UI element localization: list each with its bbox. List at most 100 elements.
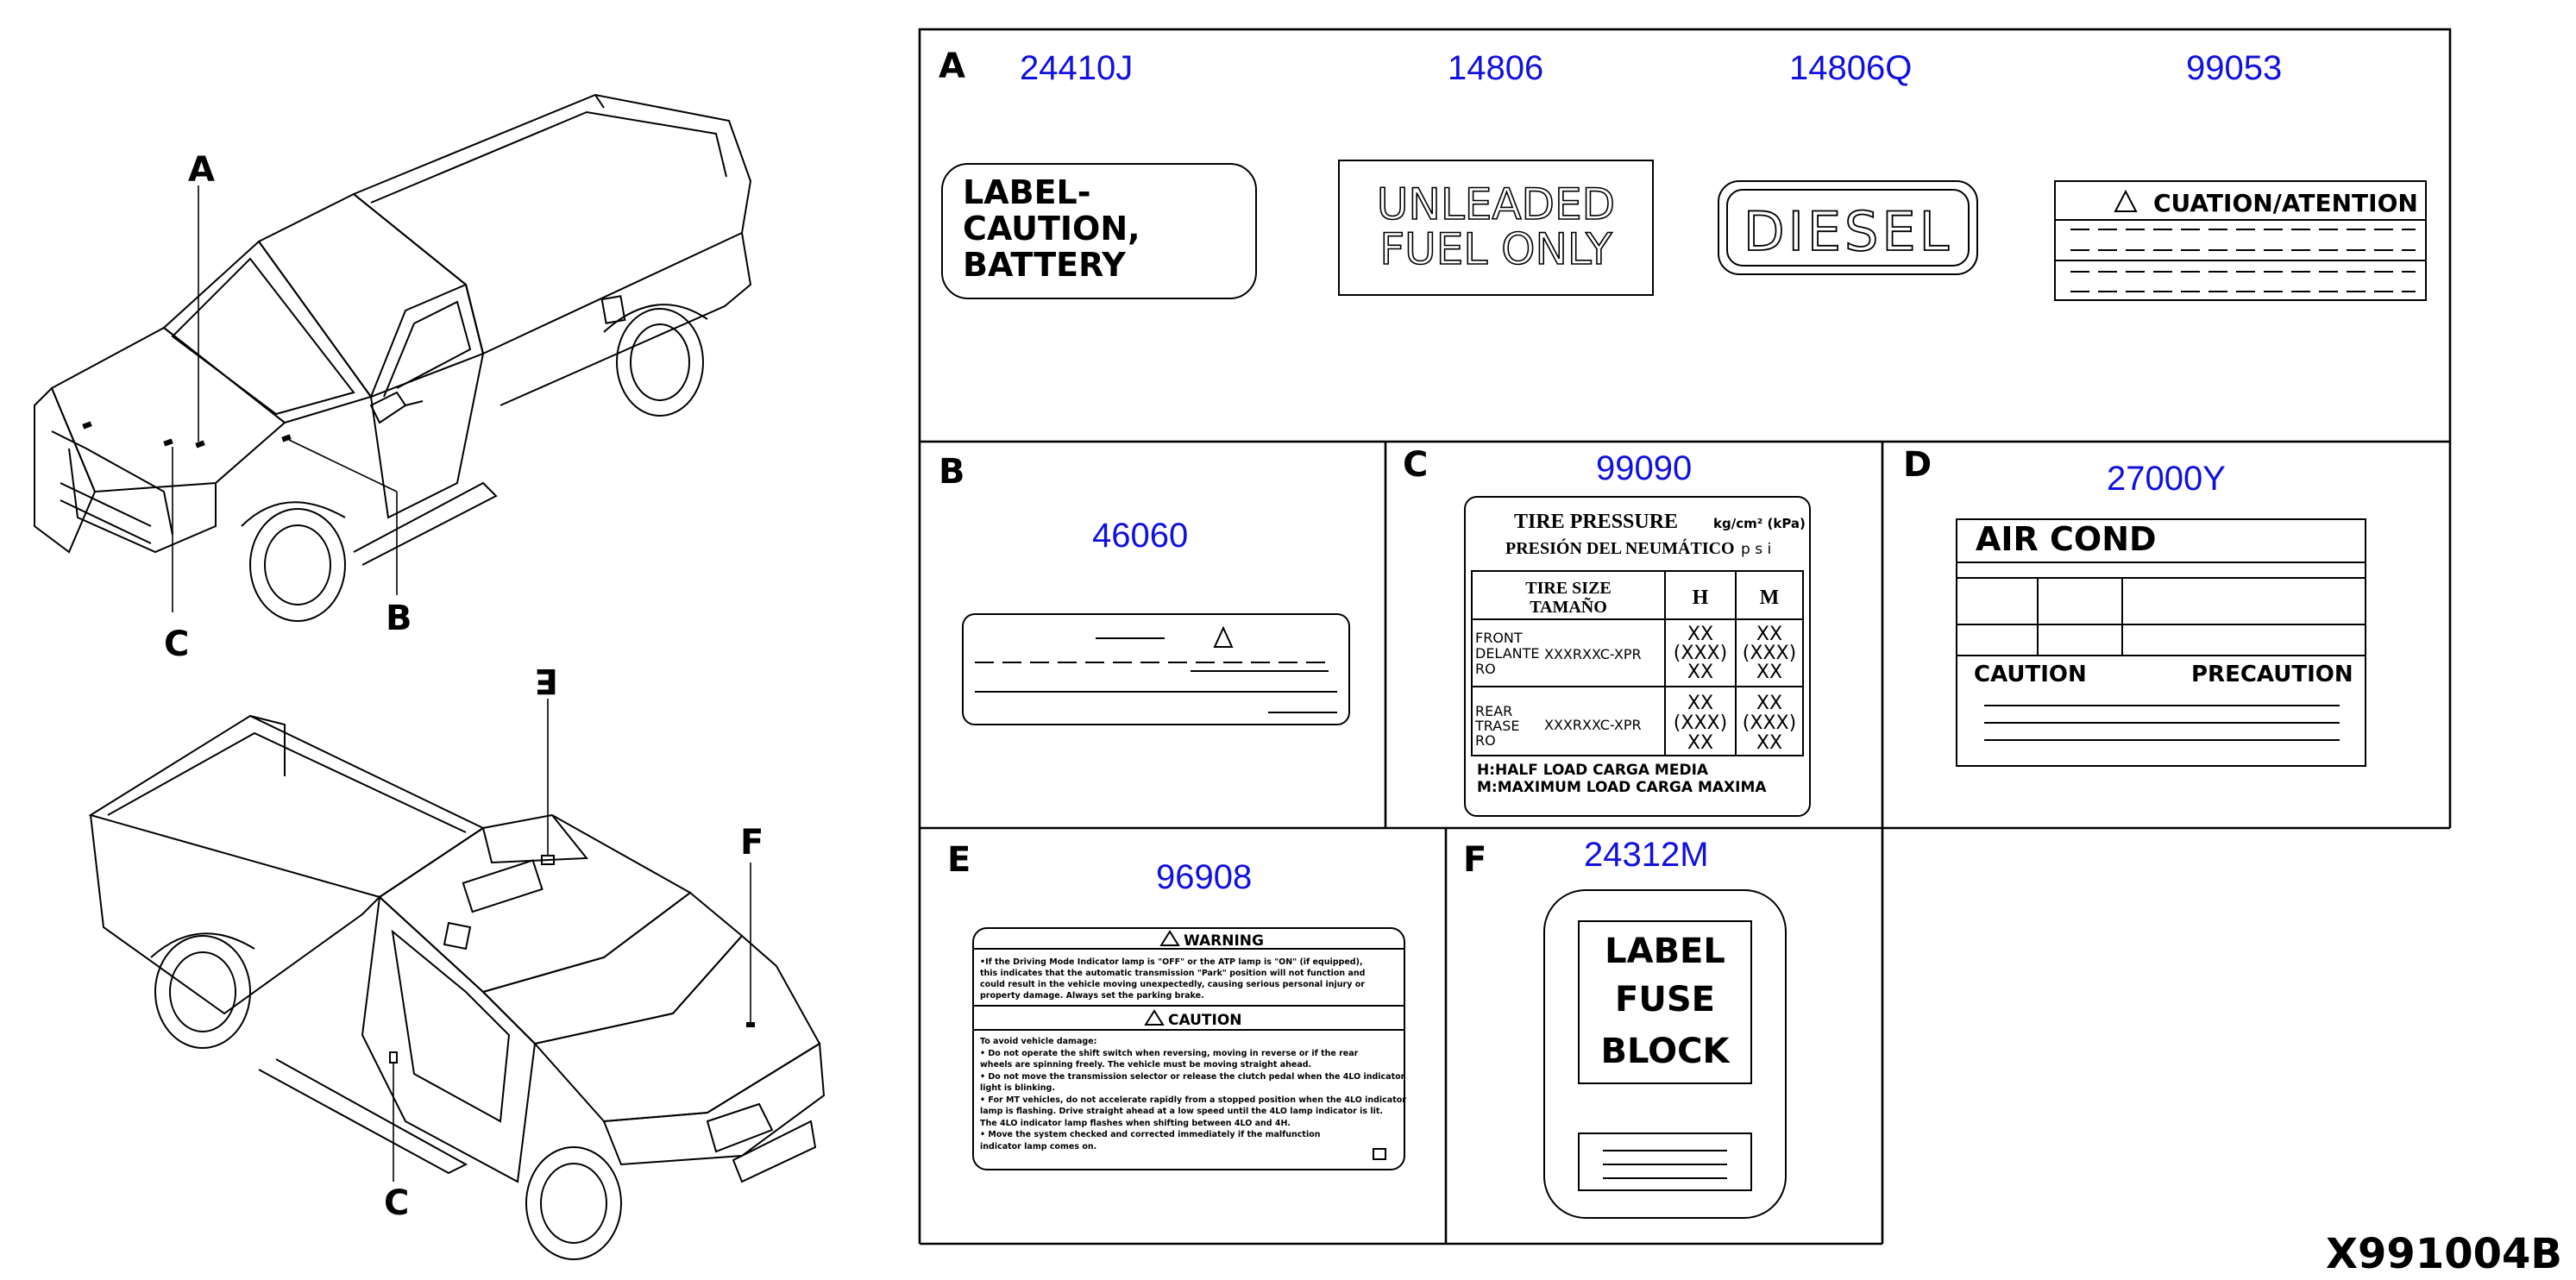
caution-heading: CAUTION <box>1168 1012 1242 1029</box>
callout-f-bottom: F <box>740 823 763 863</box>
warning-line-2: this indicates that the automatic transm… <box>980 969 1365 978</box>
front-h-1: XX <box>1687 624 1713 645</box>
rear-label-1: REAR <box>1475 703 1512 719</box>
part-number-14806: 14806 <box>1448 49 1543 87</box>
section-b: B 46060 <box>939 452 1350 725</box>
front-m-2: (XXX) <box>1743 643 1796 664</box>
rear-label-3: RO <box>1475 732 1496 749</box>
section-letter-e: E <box>947 840 971 880</box>
front-label-3: RO <box>1475 661 1496 677</box>
caution-line-7: lamp is flashing. Drive straight ahead a… <box>980 1107 1383 1116</box>
fuse-label-line-1: LABEL <box>1605 932 1725 971</box>
part-number-46060: 46060 <box>1092 517 1188 555</box>
part-number-99053: 99053 <box>2186 49 2282 87</box>
unleaded-label-line-2: FUEL ONLY <box>1379 224 1612 274</box>
caution-line-1: To avoid vehicle damage: <box>980 1037 1096 1046</box>
transfer-warning-label <box>972 927 1405 1170</box>
tire-pressure-label <box>1464 496 1811 817</box>
part-number-24410j: 24410J <box>1020 49 1133 87</box>
air-cond-caution: CAUTION <box>1974 662 2087 687</box>
air-cond-title: AIR COND <box>1976 520 2157 558</box>
caution-atention-text: CUATION/ATENTION <box>2153 189 2418 217</box>
front-m-3: XX <box>1756 662 1782 683</box>
section-letter-c: C <box>1403 445 1428 485</box>
callout-e-bottom: E <box>535 661 558 700</box>
callout-a-top: A <box>188 150 215 190</box>
rear-h-2: (XXX) <box>1674 712 1727 734</box>
diagram-code: X991004B <box>2326 1230 2562 1278</box>
caution-atention-label <box>2054 180 2427 301</box>
front-label-1: FRONT <box>1475 630 1523 646</box>
callout-c-top: C <box>164 624 189 664</box>
tire-pressure-title: TIRE PRESSURE <box>1514 511 1678 533</box>
part-number-99090: 99090 <box>1596 449 1692 487</box>
unleaded-fuel-label <box>1338 160 1654 296</box>
rear-m-3: XX <box>1756 732 1782 754</box>
caution-line-10: indicator lamp comes on. <box>980 1142 1096 1151</box>
tire-pressure-unit: kg/cm² (kPa) <box>1713 516 1806 531</box>
legend-half-load: H:HALF LOAD CARGA MEDIA <box>1477 762 1709 779</box>
warning-line-1: •If the Driving Mode Indicator lamp is "… <box>980 957 1363 967</box>
caution-line-8: The 4LO indicator lamp flashes when shif… <box>980 1119 1291 1128</box>
rear-h-1: XX <box>1687 693 1713 714</box>
tire-pressure-subtitle: PRESIÓN DEL NEUMÁTICO <box>1505 537 1735 558</box>
section-d: D 27000Y AIR COND CAUTION PRECAUTION <box>1903 445 2366 767</box>
col-tire-size-line-1: TIRE SIZE <box>1525 579 1612 598</box>
truck-rear-view <box>88 699 826 1260</box>
section-letter-a: A <box>939 47 965 86</box>
label-grid <box>918 28 2452 1245</box>
section-a: A 24410J 14806 14806Q 99053 LABEL- CAUTI… <box>939 47 2427 301</box>
front-label-2: DELANTE <box>1475 645 1540 662</box>
part-number-14806q: 14806Q <box>1789 49 1912 87</box>
caution-line-5: light is blinking. <box>980 1083 1055 1093</box>
section-letter-d: D <box>1903 445 1932 485</box>
col-tire-size-line-2: TAMAÑO <box>1530 597 1607 617</box>
label-b-blank <box>962 613 1350 725</box>
col-h-header: H <box>1693 587 1709 609</box>
warning-line-3: could result in the vehicle moving unexp… <box>980 980 1365 989</box>
air-cond-label <box>1956 518 2366 767</box>
rear-h-3: XX <box>1687 732 1713 754</box>
battery-label-line-1: LABEL- <box>963 173 1091 211</box>
caution-line-4: • Do not move the transmission selector … <box>980 1072 1405 1082</box>
tire-pressure-psi: p s i <box>1741 541 1771 558</box>
rear-m-1: XX <box>1756 693 1782 714</box>
section-letter-f: F <box>1463 840 1486 880</box>
fuse-label-line-2: FUSE <box>1615 980 1715 1020</box>
diesel-label-text: DIESEL <box>1744 200 1952 263</box>
truck-top-view <box>34 93 752 622</box>
section-e: E 96908 WARNING •If the Driving Mode Ind… <box>947 840 1406 1170</box>
front-h-2: (XXX) <box>1674 643 1727 664</box>
caution-line-9: • Move the system checked and corrected … <box>980 1130 1321 1139</box>
section-f: F 24312M LABEL FUSE BLOCK <box>1463 836 1787 1219</box>
unleaded-label-line-1: UNLEADED <box>1377 179 1615 229</box>
section-c: C 99090 TIRE PRESSURE kg/cm² (kPa) PRESI… <box>1403 445 1811 817</box>
rear-size: XXXRXXC-XPR <box>1544 717 1642 733</box>
fuse-block-label <box>1543 889 1787 1219</box>
rear-label-2: TRASE <box>1474 718 1519 734</box>
rear-m-2: (XXX) <box>1743 712 1796 734</box>
diesel-label <box>1718 180 1978 275</box>
battery-caution-label <box>941 163 1257 299</box>
caution-line-6: • For MT vehicles, do not accelerate rap… <box>980 1095 1406 1105</box>
warning-line-4: property damage. Always set the parking … <box>980 991 1204 1001</box>
air-cond-precaution: PRECAUTION <box>2191 662 2353 687</box>
part-number-96908: 96908 <box>1156 858 1252 896</box>
front-m-1: XX <box>1756 624 1782 645</box>
front-h-3: XX <box>1687 662 1713 683</box>
part-number-24312m: 24312M <box>1584 836 1709 874</box>
caution-line-2: • Do not operate the shift switch when r… <box>980 1049 1359 1058</box>
battery-label-line-2: CAUTION, <box>963 210 1140 248</box>
callout-b-top: B <box>386 599 412 638</box>
col-m-header: M <box>1760 587 1780 609</box>
caution-line-3: wheels are spinning freely. The vehicle … <box>980 1060 1311 1070</box>
fuse-label-line-3: BLOCK <box>1601 1032 1731 1071</box>
warning-heading: WARNING <box>1184 932 1264 950</box>
front-size: XXXRXXC-XPR <box>1544 646 1642 662</box>
label-symbol-icon <box>1373 1148 1386 1160</box>
part-number-27000y: 27000Y <box>2107 460 2226 498</box>
battery-label-line-3: BATTERY <box>963 246 1126 284</box>
legend-max-load: M:MAXIMUM LOAD CARGA MAXIMA <box>1477 779 1767 796</box>
callout-c-bottom: C <box>384 1183 409 1223</box>
